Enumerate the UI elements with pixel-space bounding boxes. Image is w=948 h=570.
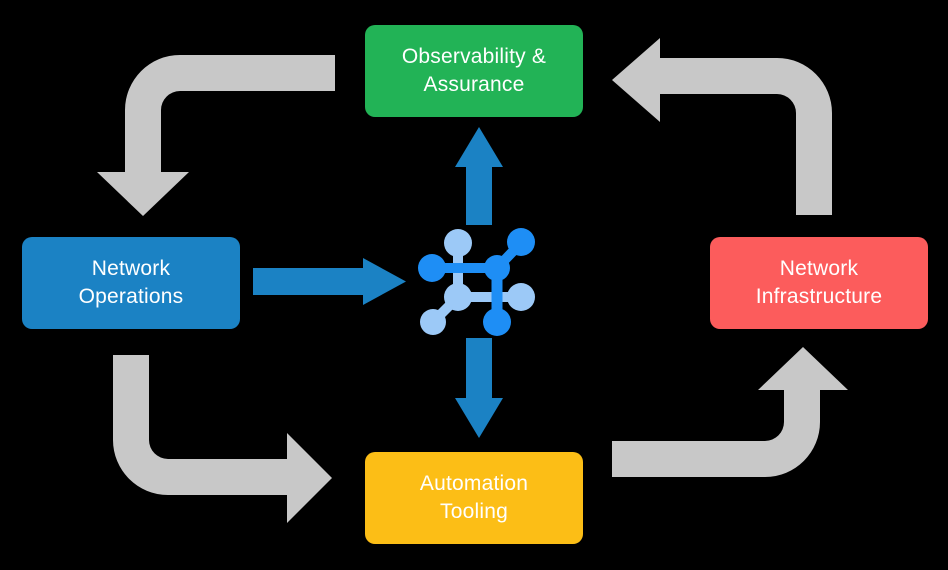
- network-topology-icon: [418, 228, 535, 336]
- node-box-automation-tooling[interactable]: Automation Tooling: [365, 452, 583, 544]
- node-label-network-operations: Network Operations: [78, 256, 184, 308]
- topology-node-center-light: [444, 283, 472, 311]
- node-label-observability: Observability & Assurance: [401, 44, 547, 96]
- arrow-center-to-observability: [455, 127, 503, 225]
- arrow-observability-to-operations: [97, 55, 335, 216]
- node-label-automation-tooling: Automation Tooling: [419, 471, 529, 523]
- topology-node-left: [418, 254, 446, 282]
- arrow-operations-to-center: [253, 258, 406, 305]
- node-label-network-infrastructure: Network Infrastructure: [755, 256, 883, 308]
- arrow-infrastructure-to-observability: [612, 38, 832, 215]
- arrow-center-to-automation: [455, 338, 503, 438]
- node-box-network-operations[interactable]: Network Operations: [22, 237, 240, 329]
- topology-node-right-light: [507, 283, 535, 311]
- topology-node-top-right: [507, 228, 535, 256]
- node-box-network-infrastructure[interactable]: Network Infrastructure: [710, 237, 928, 329]
- arrow-operations-to-automation: [113, 355, 332, 523]
- topology-node-bottom-left-light: [420, 309, 446, 335]
- topology-node-bottom: [483, 308, 511, 336]
- node-box-observability[interactable]: Observability & Assurance: [365, 25, 583, 117]
- arrow-automation-to-infrastructure: [612, 347, 848, 477]
- topology-node-top-light: [444, 229, 472, 257]
- topology-node-hub: [484, 255, 510, 281]
